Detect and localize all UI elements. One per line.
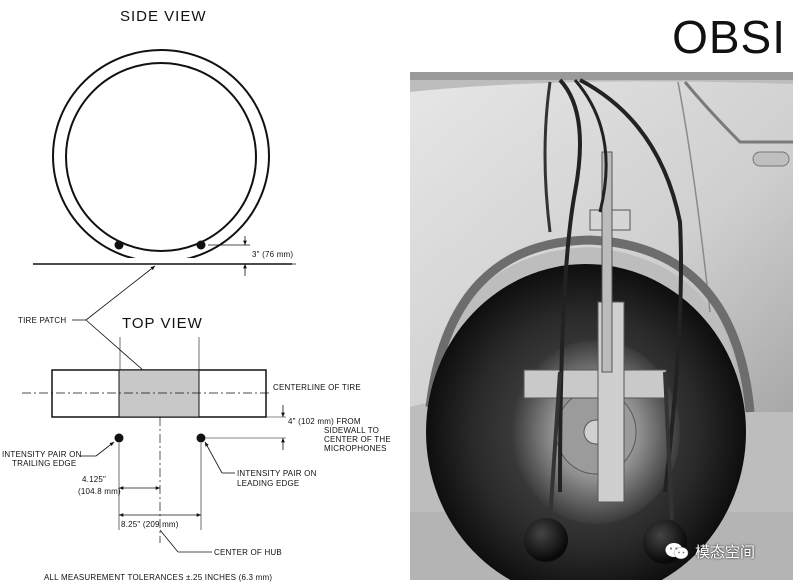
obsi-diagram: SIDE VIEW 3" (76 mm) TIRE PATCH TOP VIEW…: [2, 8, 391, 582]
offset-label-line3: CENTER OF THE: [324, 435, 391, 444]
offset-label-line4: MICROPHONES: [324, 444, 387, 453]
obsi-rig-photo: [410, 72, 793, 580]
full-dimension-label: 8.25" (209 mm): [121, 520, 179, 529]
offset-label-line2: SIDEWALL TO: [324, 426, 379, 435]
wechat-icon: [665, 543, 689, 560]
leading-label-line2: LEADING EDGE: [237, 479, 299, 488]
microphone-leading-side: [196, 240, 206, 250]
half-dimension-line1: 4.125": [82, 475, 106, 484]
centerline-label: CENTERLINE OF TIRE: [273, 383, 361, 392]
trailing-leader: [80, 441, 115, 457]
watermark-text: 模态空间: [695, 542, 756, 561]
tire-patch-area: [118, 369, 200, 418]
leading-label-line1: INTENSITY PAIR ON: [237, 469, 317, 478]
tire-patch-label: TIRE PATCH: [18, 316, 66, 325]
tolerance-note: ALL MEASUREMENT TOLERANCES ±.25 INCHES (…: [44, 573, 272, 582]
tire-side-view: [33, 49, 292, 266]
height-dimension-label: 3" (76 mm): [252, 250, 293, 259]
leading-leader: [204, 441, 235, 474]
tire-patch-leaders: [72, 265, 156, 379]
microphone-leading-top: [196, 433, 206, 443]
microphone-trailing-top: [114, 433, 124, 443]
watermark: 模态空间: [665, 540, 785, 562]
tire-top-view: [22, 337, 270, 443]
hub-leader: [159, 529, 212, 553]
height-dimension: 3" (76 mm): [208, 236, 296, 276]
offset-dimension: [206, 405, 286, 450]
hub-label: CENTER OF HUB: [214, 548, 282, 557]
trailing-label-line1: INTENSITY PAIR ON: [2, 450, 82, 459]
microphone-trailing-side: [114, 240, 124, 250]
half-dimension-line2: (104.8 mm): [78, 487, 121, 496]
top-view-title: TOP VIEW: [122, 315, 203, 332]
trailing-label-line2: TRAILING EDGE: [12, 459, 76, 468]
side-view-title: SIDE VIEW: [120, 8, 207, 25]
obsi-title: OBSI: [672, 11, 786, 63]
offset-label-line1: 4" (102 mm) FROM: [288, 417, 361, 426]
